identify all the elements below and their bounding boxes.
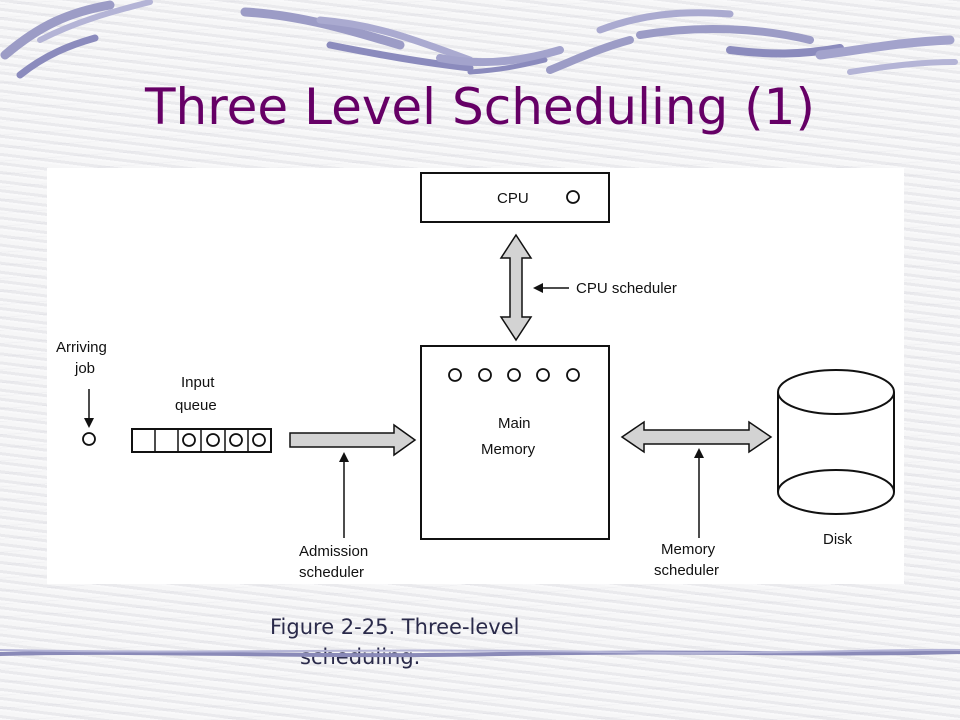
queued-job-circle bbox=[182, 433, 196, 447]
memory-disk-double-arrow bbox=[620, 420, 773, 454]
disk-bottom-rim bbox=[777, 469, 895, 493]
queued-job-circle bbox=[229, 433, 243, 447]
scheduling-diagram: CPU CPU scheduler Main Memory Arriving j… bbox=[47, 168, 904, 584]
bottom-rule-decoration bbox=[0, 648, 960, 658]
memory-process-circle bbox=[566, 368, 580, 382]
caption-line-1: Figure 2-25. Three-level bbox=[270, 615, 520, 639]
admission-scheduler-label-line1: Admission bbox=[299, 543, 368, 560]
input-queue-label-line2: queue bbox=[175, 397, 217, 414]
disk-label: Disk bbox=[823, 531, 853, 548]
top-swoosh-decoration bbox=[0, 0, 958, 79]
cpu-label: CPU bbox=[497, 190, 529, 207]
arriving-job-circle bbox=[82, 432, 96, 446]
queued-job-circle bbox=[252, 433, 266, 447]
cpu-process-circle bbox=[566, 190, 580, 204]
arriving-job-label-line1: Arriving bbox=[56, 339, 107, 356]
memory-scheduler-arrowhead bbox=[694, 448, 704, 458]
main-memory-label-line2: Memory bbox=[481, 441, 536, 458]
memory-process-circle bbox=[478, 368, 492, 382]
slide-title: Three Level Scheduling (1) bbox=[144, 78, 816, 136]
figure-caption: Figure 2-25. Three-level scheduling. bbox=[270, 612, 519, 672]
main-memory-label-line1: Main bbox=[498, 415, 531, 432]
memory-process-circle bbox=[536, 368, 550, 382]
queued-job-circle bbox=[206, 433, 220, 447]
disk-body bbox=[777, 392, 895, 515]
memory-process-circle bbox=[448, 368, 462, 382]
cpu-scheduler-arrowhead bbox=[533, 283, 543, 293]
memory-scheduler-label-line2: scheduler bbox=[654, 562, 719, 579]
arriving-job-label-line2: job bbox=[74, 360, 95, 377]
memory-scheduler-label-line1: Memory bbox=[661, 541, 716, 558]
arriving-job-arrowhead bbox=[84, 418, 94, 428]
caption-line-2: scheduling. bbox=[300, 645, 421, 669]
cpu-scheduler-label: CPU scheduler bbox=[576, 280, 677, 297]
cpu-memory-double-arrow bbox=[499, 233, 533, 342]
admission-arrow bbox=[289, 423, 417, 457]
admission-scheduler-arrowhead bbox=[339, 452, 349, 462]
memory-process-circle bbox=[507, 368, 521, 382]
admission-scheduler-label-line2: scheduler bbox=[299, 564, 364, 581]
input-queue-label-line1: Input bbox=[181, 374, 215, 391]
disk-top bbox=[777, 369, 895, 415]
